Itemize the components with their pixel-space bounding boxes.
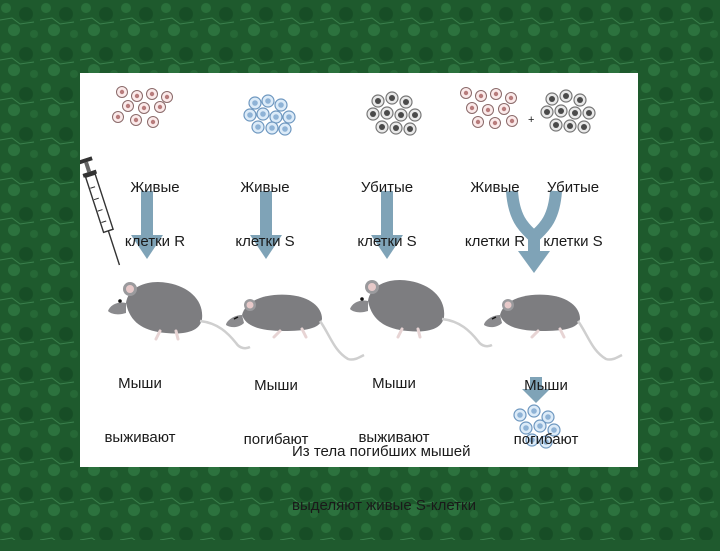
col4a-cell-label: Живые клетки R [450,143,540,287]
col4a-label-line2: клетки R [450,233,540,251]
col1-result-label: Мыши выживают [90,339,190,483]
conclusion-line1: Из тела погибших мышей [292,443,522,461]
col2-cell-label: Живые клетки S [220,143,310,287]
col1-result-line2: выживают [90,429,190,447]
col4b-label-line1: Убитые [533,179,613,197]
mixed-dead-cells-icon [541,90,595,133]
col4b-cell-label: Убитые клетки S [533,143,613,287]
mouse-3-alive [350,280,492,346]
col3-result-line1: Мыши [344,375,444,393]
col3-cell-label: Убитые клетки S [342,143,432,287]
col2-label-line1: Живые [220,179,310,197]
conclusion-line2: выделяют живые S-клетки [292,497,522,515]
smooth-cells-icon [244,95,295,135]
col1-cell-label: Живые клетки R [110,143,200,287]
col4-result-line1: Мыши [496,377,596,395]
conclusion-text: Из тела погибших мышей выделяют живые S-… [292,407,522,551]
col3-label-line1: Убитые [342,179,432,197]
col4b-label-line2: клетки S [533,233,613,251]
col2-result-line1: Мыши [226,377,326,395]
experiment-panel: + Живые клетки R Живые клетки S Убитые к… [80,73,638,467]
dead-cells-icon [367,92,421,135]
col1-label-line2: клетки R [110,233,200,251]
rough-cells-icon [113,87,173,128]
col3-label-line2: клетки S [342,233,432,251]
col1-result-line1: Мыши [90,375,190,393]
plus-sign: + [528,111,534,129]
col1-label-line1: Живые [110,179,200,197]
mixed-rough-cells-icon [461,88,518,129]
col2-label-line2: клетки S [220,233,310,251]
col4a-label-line1: Живые [450,179,540,197]
